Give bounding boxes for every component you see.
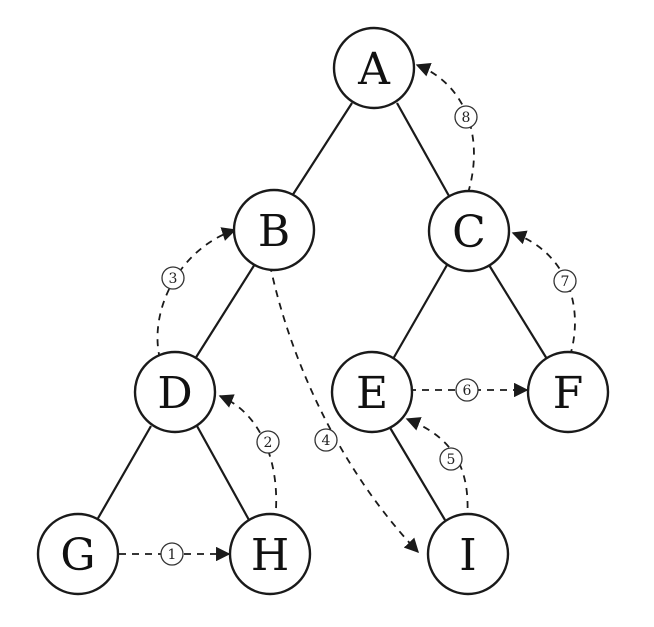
thread-label-4: 4 [314, 428, 338, 452]
tree-edges [96, 102, 548, 521]
svg-text:I: I [459, 530, 476, 581]
edge-c-e [392, 264, 448, 360]
thread-label-8: 8 [454, 105, 478, 129]
svg-text:5: 5 [447, 452, 456, 468]
svg-text:1: 1 [168, 547, 177, 563]
thread-label-1: 1 [160, 542, 184, 566]
svg-text:B: B [258, 206, 290, 257]
node-a: A [332, 26, 416, 110]
thread-5-i-to-e [405, 417, 469, 522]
node-b: B [232, 188, 316, 272]
edge-a-b [291, 102, 353, 197]
svg-text:G: G [60, 530, 95, 581]
node-e: E [330, 350, 414, 434]
svg-text:4: 4 [322, 433, 331, 449]
svg-text:3: 3 [169, 271, 178, 287]
thread-arrows [119, 63, 576, 562]
edge-e-i [388, 425, 446, 521]
thread-3-d-to-b [156, 227, 237, 360]
edge-d-g [96, 425, 152, 521]
svg-text:D: D [157, 368, 192, 419]
edge-c-f [488, 264, 548, 360]
thread-8-c-to-a [415, 63, 475, 194]
svg-text:7: 7 [561, 274, 570, 290]
svg-text:2: 2 [264, 435, 273, 451]
thread-2-h-to-d [218, 394, 278, 522]
node-c: C [427, 189, 511, 273]
thread-label-7: 7 [553, 269, 577, 293]
svg-text:A: A [357, 44, 391, 95]
edge-b-d [194, 263, 256, 360]
thread-label-3: 3 [161, 266, 185, 290]
node-d: D [133, 350, 217, 434]
node-g: G [36, 512, 120, 596]
svg-text:F: F [553, 368, 584, 419]
svg-text:C: C [452, 207, 486, 258]
svg-text:E: E [356, 368, 388, 419]
thread-label-2: 2 [256, 430, 280, 454]
thread-badges: 1 2 3 4 5 6 7 8 [160, 105, 577, 566]
svg-text:H: H [251, 530, 289, 581]
svg-text:8: 8 [462, 110, 471, 126]
thread-label-6: 6 [455, 378, 479, 402]
thread-7-f-to-c [511, 230, 576, 357]
node-h: H [228, 512, 312, 596]
edge-d-h [196, 425, 250, 521]
tree-nodes: A B C D E F G H [36, 26, 610, 596]
node-f: F [526, 350, 610, 434]
node-i: I [426, 512, 510, 596]
thread-4-b-to-i [269, 264, 419, 554]
svg-text:6: 6 [463, 383, 472, 399]
edge-a-c [396, 102, 450, 197]
thread-label-5: 5 [439, 447, 463, 471]
